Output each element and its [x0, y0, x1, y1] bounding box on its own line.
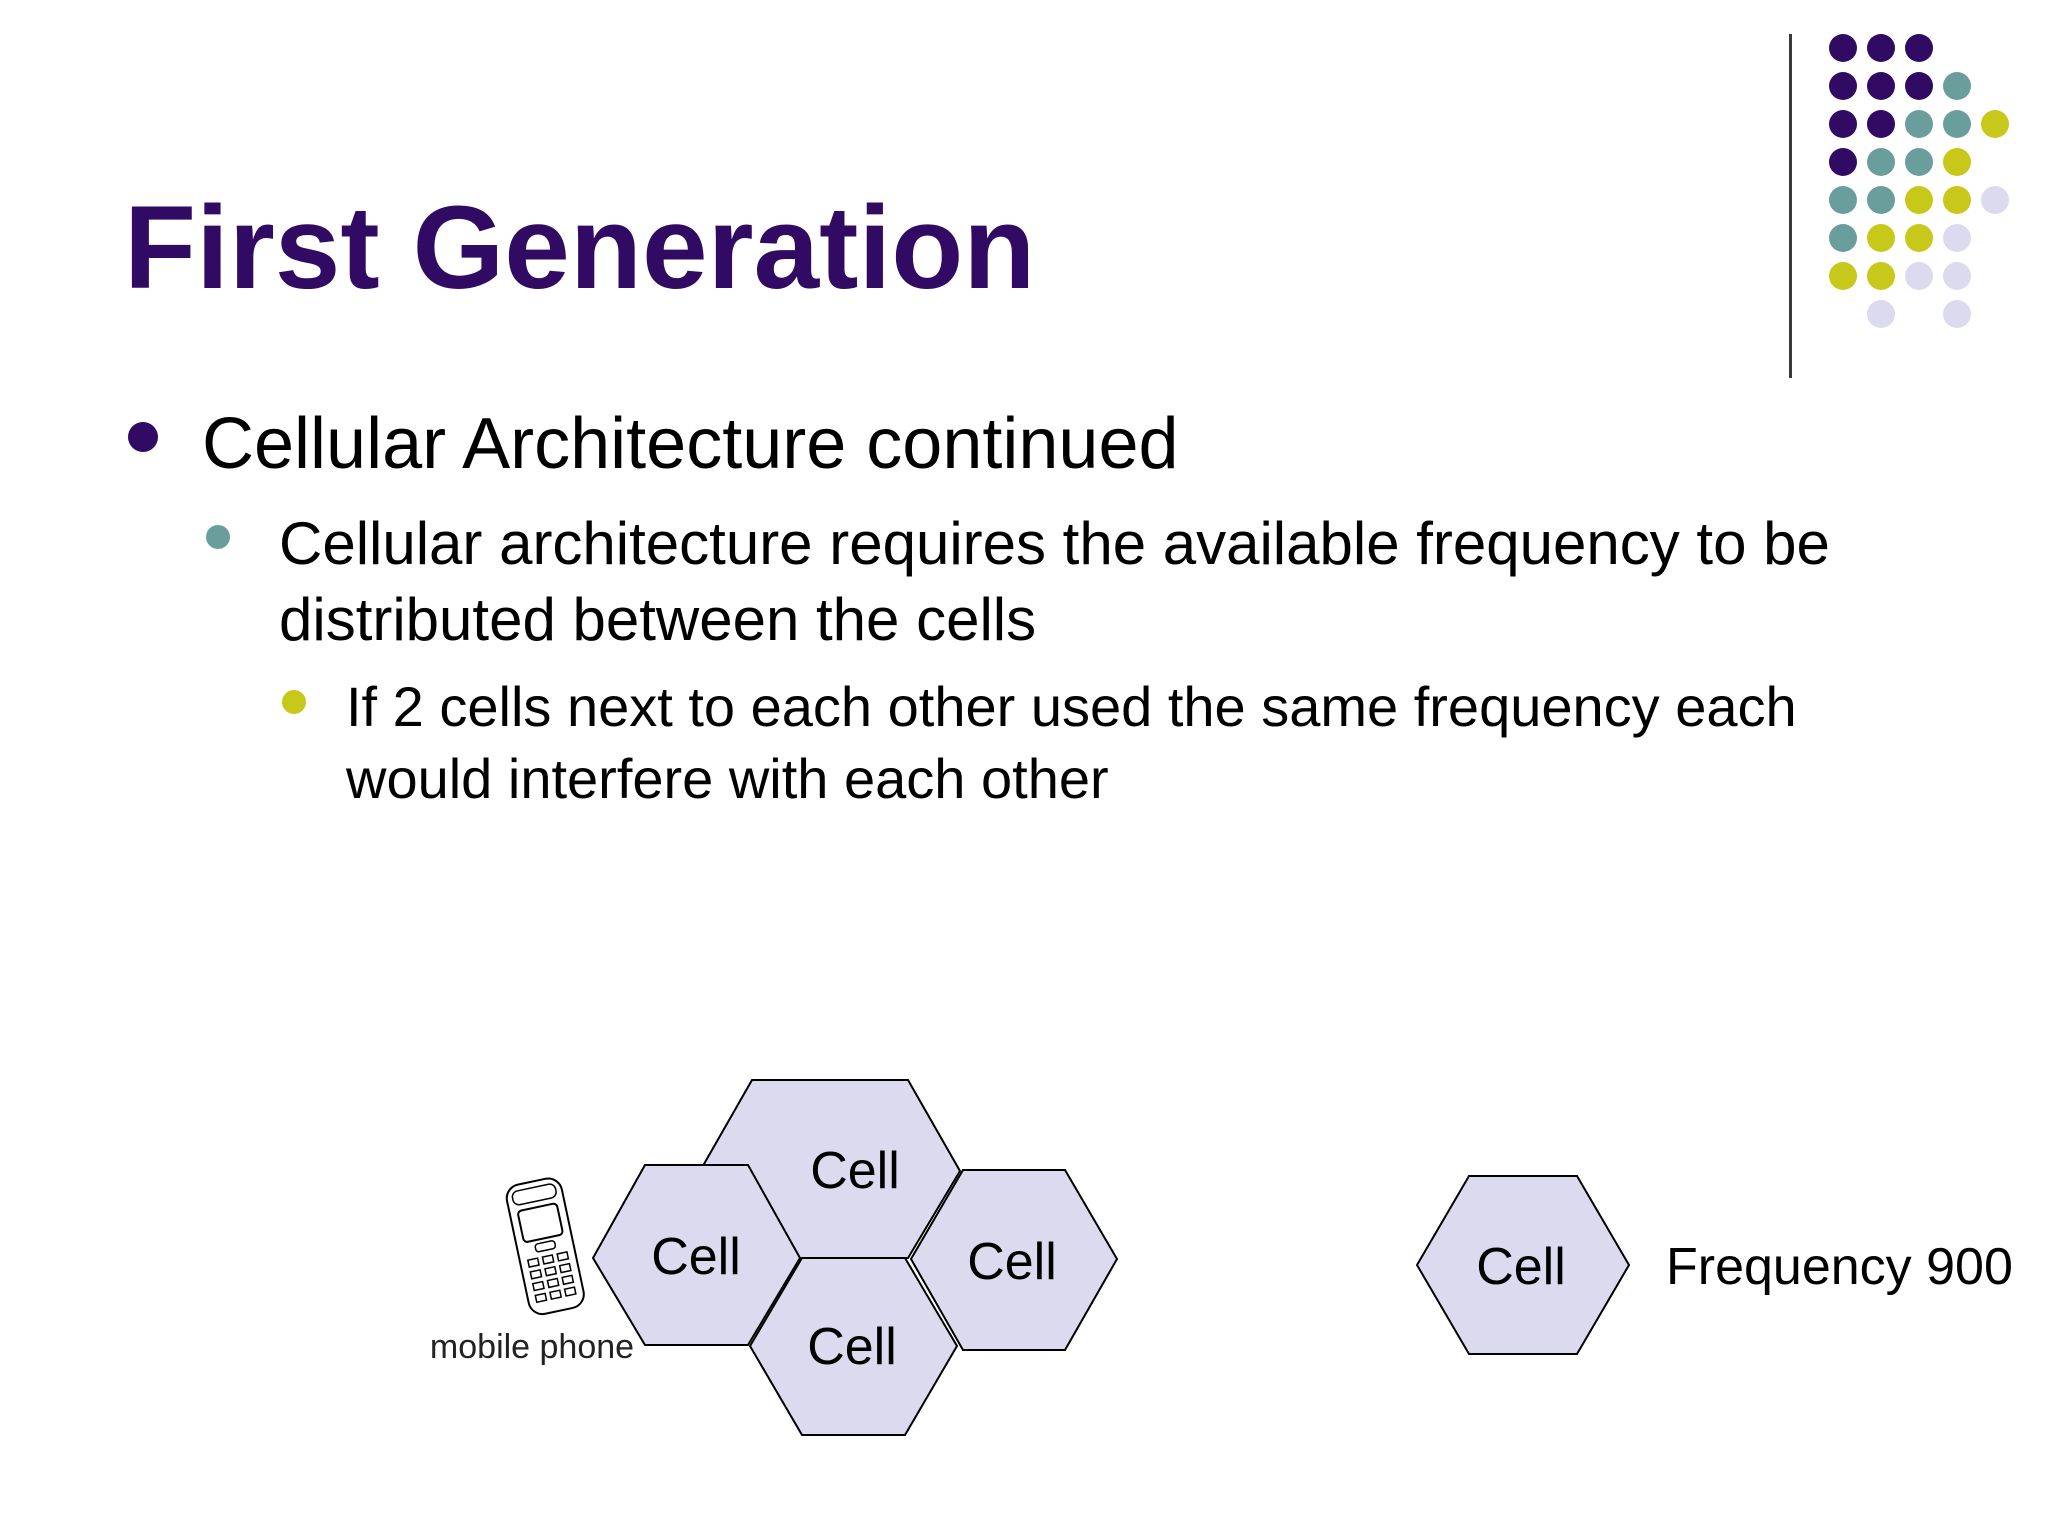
decor-dot: [1905, 186, 1933, 214]
decor-dot: [1867, 72, 1895, 100]
decor-dot: [1867, 148, 1895, 176]
decor-dot: [1905, 224, 1933, 252]
decor-dot: [1867, 262, 1895, 290]
decor-dot: [1905, 34, 1933, 62]
decor-dot: [1829, 224, 1857, 252]
hex-cell-single: [1415, 1175, 1631, 1355]
bullet-marker-level2: [206, 525, 230, 549]
decor-dot: [1943, 224, 1971, 252]
decor-dot: [1943, 186, 1971, 214]
decor-dot: [1867, 186, 1895, 214]
hex-cell-left: [591, 1164, 802, 1346]
bullet-level2-line1: Cellular architecture requires the avail…: [279, 510, 1830, 577]
decor-dot: [1943, 72, 1971, 100]
cell-label-single: Cell: [1476, 1238, 1566, 1296]
cell-label-left: Cell: [651, 1228, 741, 1286]
hex-cell-bottom: [748, 1257, 959, 1436]
decor-dot: [1867, 110, 1895, 138]
bullet-marker-level3: [282, 690, 306, 714]
cell-label-right: Cell: [967, 1233, 1057, 1291]
bullet-level3-line2: would interfere with each other: [346, 747, 1109, 810]
frequency-label: Frequency 900: [1666, 1238, 2013, 1296]
decor-dot: [1943, 300, 1971, 328]
decor-dot: [1943, 148, 1971, 176]
decor-dot: [1943, 110, 1971, 138]
mobile-phone-label: mobile phone: [430, 1328, 634, 1366]
decor-dot: [1943, 262, 1971, 290]
decor-dot: [1829, 262, 1857, 290]
bullet-level3-line1: If 2 cells next to each other used the s…: [346, 675, 1797, 738]
decor-dot: [1829, 186, 1857, 214]
decor-dot: [1867, 34, 1895, 62]
bullet-level1-text: Cellular Architecture continued: [202, 404, 1179, 484]
title-divider-line: [1789, 34, 1792, 378]
decor-dot: [1829, 72, 1857, 100]
decor-dot: [1829, 34, 1857, 62]
decor-dot: [1867, 300, 1895, 328]
decor-dot: [1905, 148, 1933, 176]
slide-title: First Generation: [124, 182, 1036, 314]
decor-dot: [1867, 224, 1895, 252]
cell-label-top: Cell: [810, 1142, 900, 1200]
decor-dot: [1981, 186, 2009, 214]
hex-cell-right: [909, 1169, 1119, 1351]
bullet-level2-line2: distributed between the cells: [279, 586, 1037, 653]
decor-dot: [1981, 110, 2009, 138]
decor-dot: [1905, 72, 1933, 100]
decor-dot: [1829, 148, 1857, 176]
cell-label-bottom: Cell: [807, 1318, 897, 1376]
decor-dot: [1829, 110, 1857, 138]
decor-dot: [1905, 110, 1933, 138]
decor-dot: [1905, 262, 1933, 290]
bullet-marker-level1: [128, 422, 158, 452]
mobile-phone-icon: [505, 1177, 585, 1316]
